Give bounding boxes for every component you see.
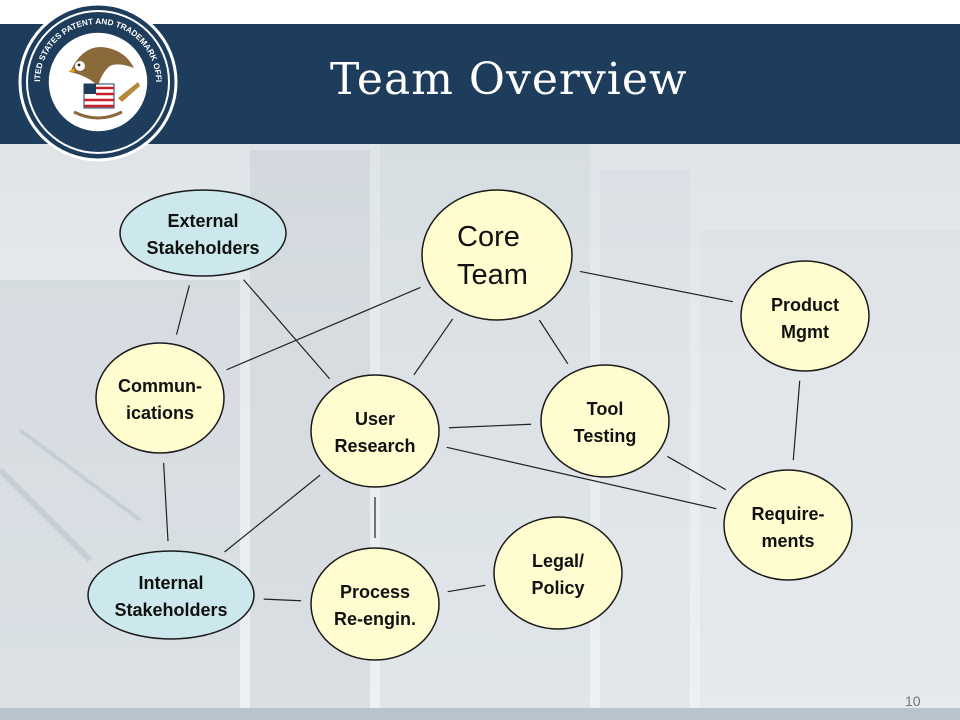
node-external-stakeholders-label-2: Stakeholders xyxy=(146,238,259,258)
edge-external-stakeholders-to-communications xyxy=(175,285,190,335)
edge-core-team-to-tool-testing xyxy=(538,319,569,365)
node-external-stakeholders-shape xyxy=(119,189,287,277)
edge-communications-to-internal-stakeholders xyxy=(163,462,169,542)
edge-tool-testing-to-requirements xyxy=(667,455,727,491)
node-communications-label-2: ications xyxy=(126,403,194,423)
footer-bar xyxy=(0,708,960,720)
node-internal-stakeholders: Internal Stakeholders xyxy=(87,550,255,640)
edge-product-mgmt-to-requirements xyxy=(792,380,801,461)
node-communications-label: Commun- xyxy=(118,376,202,396)
node-communications: Commun- ications xyxy=(95,342,225,454)
node-product-mgmt-label: Product xyxy=(771,295,839,315)
node-core-team-shape xyxy=(421,189,573,321)
node-core-team-label-2: Team xyxy=(457,259,528,291)
node-process-reengin: Process Re-engin. xyxy=(310,547,440,661)
edge-core-team-to-user-research xyxy=(413,318,454,376)
edge-internal-stakeholders-to-process-reengin xyxy=(263,598,302,602)
edge-process-reengin-to-legal-policy xyxy=(447,584,486,593)
node-legal-policy-shape xyxy=(493,516,623,630)
node-requirements-shape xyxy=(723,469,853,581)
node-internal-stakeholders-shape xyxy=(87,550,255,640)
edge-user-research-to-internal-stakeholders xyxy=(224,474,321,553)
node-legal-policy: Legal/ Policy xyxy=(493,516,623,630)
edge-user-research-to-requirements xyxy=(446,446,717,510)
edge-user-research-to-tool-testing xyxy=(448,423,532,429)
edge-core-team-to-communications xyxy=(226,286,421,371)
node-requirements: Require- ments xyxy=(723,469,853,581)
slide-title: Team Overview xyxy=(330,54,688,105)
edge-core-team-to-product-mgmt xyxy=(579,270,733,303)
page-number: 10 xyxy=(905,693,921,709)
node-requirements-label: Require- xyxy=(751,504,824,524)
node-process-reengin-label-2: Re-engin. xyxy=(334,609,416,629)
edge-external-stakeholders-to-user-research xyxy=(243,279,331,380)
node-user-research-label: User xyxy=(355,409,395,429)
node-user-research-shape xyxy=(310,374,440,488)
node-process-reengin-shape xyxy=(310,547,440,661)
node-tool-testing-label-2: Testing xyxy=(574,426,637,446)
node-tool-testing: Tool Testing xyxy=(540,364,670,478)
node-communications-shape xyxy=(95,342,225,454)
node-process-reengin-label: Process xyxy=(340,582,410,602)
node-user-research: User Research xyxy=(310,374,440,488)
node-external-stakeholders: External Stakeholders xyxy=(119,189,287,277)
node-internal-stakeholders-label-2: Stakeholders xyxy=(114,600,227,620)
node-external-stakeholders-label: External xyxy=(167,211,238,231)
node-tool-testing-label: Tool xyxy=(587,399,624,419)
node-requirements-label-2: ments xyxy=(761,531,814,551)
node-core-team: Core Team xyxy=(421,189,573,321)
node-product-mgmt: Product Mgmt xyxy=(740,260,870,372)
node-user-research-label-2: Research xyxy=(334,436,415,456)
top-strip xyxy=(0,0,960,24)
node-core-team-label: Core xyxy=(457,221,520,253)
node-tool-testing-shape xyxy=(540,364,670,478)
node-legal-policy-label: Legal/ xyxy=(532,551,584,571)
node-legal-policy-label-2: Policy xyxy=(531,578,584,598)
uspto-seal-icon: UNITED STATES PATENT AND TRADEMARK OFFIC… xyxy=(18,2,178,162)
node-product-mgmt-shape xyxy=(740,260,870,372)
node-product-mgmt-label-2: Mgmt xyxy=(781,322,829,342)
node-internal-stakeholders-label: Internal xyxy=(138,573,203,593)
